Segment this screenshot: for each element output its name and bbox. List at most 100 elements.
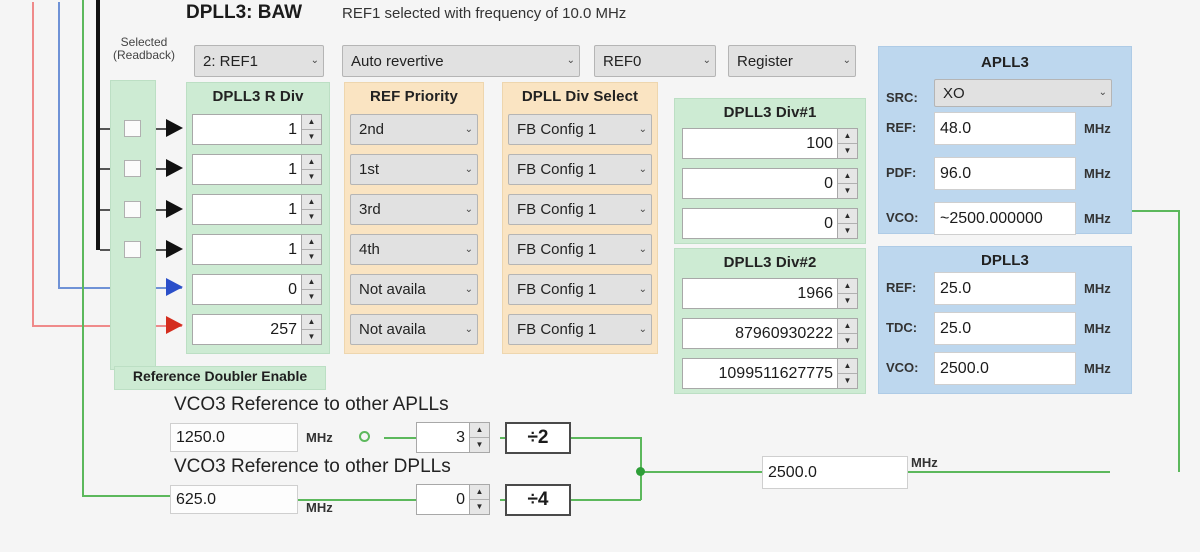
spin-up-icon[interactable]: ▲ xyxy=(470,485,489,500)
vco3-apll-divider-value[interactable]: 3 xyxy=(416,422,469,453)
ref-priority-dropdown-0[interactable]: 2nd⌄ xyxy=(350,114,478,145)
dpll3-rdiv-spinner-5[interactable]: 257▲▼ xyxy=(192,314,322,345)
dpll3-div1-steppers-0[interactable]: ▲▼ xyxy=(837,128,858,159)
dpll3-div2-value-1[interactable]: 87960930222 xyxy=(682,318,837,349)
dpll3-div1-spinner-2[interactable]: 0▲▼ xyxy=(682,208,858,239)
spin-up-icon[interactable]: ▲ xyxy=(302,155,321,170)
ref-priority-dropdown-5[interactable]: Not availa⌄ xyxy=(350,314,478,345)
dpll3-div2-value-2[interactable]: 1099511627775 xyxy=(682,358,837,389)
ref-priority-dropdown-2[interactable]: 3rd⌄ xyxy=(350,194,478,225)
dpll3-div2-steppers-1[interactable]: ▲▼ xyxy=(837,318,858,349)
vco3-dpll-divider-steppers[interactable]: ▲ ▼ xyxy=(469,484,490,515)
dpll3-div2-spinner-2[interactable]: 1099511627775▲▼ xyxy=(682,358,858,389)
dpll-div-select-dropdown-2[interactable]: FB Config 1⌄ xyxy=(508,194,652,225)
ref-priority-dropdown-3[interactable]: 4th⌄ xyxy=(350,234,478,265)
apll3-field-2[interactable]: ~2500.000000 xyxy=(934,202,1076,235)
dpll-div-select-dropdown-0[interactable]: FB Config 1⌄ xyxy=(508,114,652,145)
spin-down-icon[interactable]: ▼ xyxy=(475,502,484,511)
spin-up-icon[interactable]: ▲ xyxy=(838,129,857,144)
spin-down-icon[interactable]: ▼ xyxy=(843,376,852,385)
spin-up-icon[interactable]: ▲ xyxy=(838,169,857,184)
dpll3-div1-steppers-1[interactable]: ▲▼ xyxy=(837,168,858,199)
apll3-src-dropdown[interactable]: XO ⌄ xyxy=(934,79,1112,107)
dpll3-div2-spinner-0[interactable]: 1966▲▼ xyxy=(682,278,858,309)
ref-source-dropdown[interactable]: REF0 ⌄ xyxy=(594,45,716,77)
spin-down-icon[interactable]: ▼ xyxy=(843,146,852,155)
ref-enable-checkbox-2[interactable] xyxy=(124,201,141,218)
dpll3-rdiv-spinner-4[interactable]: 0▲▼ xyxy=(192,274,322,305)
spin-up-icon[interactable]: ▲ xyxy=(302,315,321,330)
spin-down-icon[interactable]: ▼ xyxy=(843,296,852,305)
spin-up-icon[interactable]: ▲ xyxy=(302,115,321,130)
spin-down-icon[interactable]: ▼ xyxy=(843,186,852,195)
spin-down-icon[interactable]: ▼ xyxy=(307,252,316,261)
vco3-dpll-divider-spinner[interactable]: 0 ▲ ▼ xyxy=(416,484,490,515)
dpll3-rdiv-spinner-3[interactable]: 1▲▼ xyxy=(192,234,322,265)
dpll3-rdiv-steppers-2[interactable]: ▲▼ xyxy=(301,194,322,225)
dpll-div-select-dropdown-5[interactable]: FB Config 1⌄ xyxy=(508,314,652,345)
dpll3-div1-value-2[interactable]: 0 xyxy=(682,208,837,239)
spin-down-icon[interactable]: ▼ xyxy=(307,132,316,141)
vco3-dpll-divider-value[interactable]: 0 xyxy=(416,484,469,515)
spin-down-icon[interactable]: ▼ xyxy=(307,172,316,181)
dpll3-div2-spinner-1[interactable]: 87960930222▲▼ xyxy=(682,318,858,349)
vco3-apll-frequency-field[interactable]: 1250.0 xyxy=(170,423,298,452)
dpll3-rdiv-value-3[interactable]: 1 xyxy=(192,234,301,265)
revertive-mode-dropdown[interactable]: Auto revertive ⌄ xyxy=(342,45,580,77)
vco3-apll-divider-steppers[interactable]: ▲ ▼ xyxy=(469,422,490,453)
ref-priority-dropdown-4[interactable]: Not availa⌄ xyxy=(350,274,478,305)
ref-enable-checkbox-0[interactable] xyxy=(124,120,141,137)
spin-down-icon[interactable]: ▼ xyxy=(307,292,316,301)
selected-ref-dropdown[interactable]: 2: REF1 ⌄ xyxy=(194,45,324,77)
dpll3-rdiv-value-0[interactable]: 1 xyxy=(192,114,301,145)
spin-down-icon[interactable]: ▼ xyxy=(843,336,852,345)
vco-output-field[interactable]: 2500.0 xyxy=(762,456,908,489)
spin-up-icon[interactable]: ▲ xyxy=(302,235,321,250)
dpll3-div1-spinner-1[interactable]: 0▲▼ xyxy=(682,168,858,199)
spin-up-icon[interactable]: ▲ xyxy=(838,319,857,334)
apll3-field-1[interactable]: 96.0 xyxy=(934,157,1076,190)
spin-down-icon[interactable]: ▼ xyxy=(843,226,852,235)
dpll3-field-0[interactable]: 25.0 xyxy=(934,272,1076,305)
dpll3-rdiv-steppers-1[interactable]: ▲▼ xyxy=(301,154,322,185)
spin-up-icon[interactable]: ▲ xyxy=(838,209,857,224)
dpll3-rdiv-spinner-2[interactable]: 1▲▼ xyxy=(192,194,322,225)
dpll3-div1-spinner-0[interactable]: 100▲▼ xyxy=(682,128,858,159)
mode-dropdown[interactable]: Register ⌄ xyxy=(728,45,856,77)
dpll3-rdiv-spinner-1[interactable]: 1▲▼ xyxy=(192,154,322,185)
vco3-dpll-frequency-field[interactable]: 625.0 xyxy=(170,485,298,514)
vco3-apll-divider-spinner[interactable]: 3 ▲ ▼ xyxy=(416,422,490,453)
apll3-field-0[interactable]: 48.0 xyxy=(934,112,1076,145)
dpll3-field-1[interactable]: 25.0 xyxy=(934,312,1076,345)
dpll-div-select-dropdown-4[interactable]: FB Config 1⌄ xyxy=(508,274,652,305)
dpll3-rdiv-steppers-0[interactable]: ▲▼ xyxy=(301,114,322,145)
dpll3-rdiv-steppers-3[interactable]: ▲▼ xyxy=(301,234,322,265)
dpll3-rdiv-value-1[interactable]: 1 xyxy=(192,154,301,185)
dpll3-rdiv-value-4[interactable]: 0 xyxy=(192,274,301,305)
spin-up-icon[interactable]: ▲ xyxy=(470,423,489,438)
spin-up-icon[interactable]: ▲ xyxy=(302,275,321,290)
spin-up-icon[interactable]: ▲ xyxy=(302,195,321,210)
ref-enable-checkbox-3[interactable] xyxy=(124,241,141,258)
dpll3-div1-value-1[interactable]: 0 xyxy=(682,168,837,199)
dpll3-div2-steppers-0[interactable]: ▲▼ xyxy=(837,278,858,309)
dpll3-rdiv-value-2[interactable]: 1 xyxy=(192,194,301,225)
dpll3-div2-steppers-2[interactable]: ▲▼ xyxy=(837,358,858,389)
dpll3-field-2[interactable]: 2500.0 xyxy=(934,352,1076,385)
dpll-div-select-dropdown-3[interactable]: FB Config 1⌄ xyxy=(508,234,652,265)
spin-down-icon[interactable]: ▼ xyxy=(475,440,484,449)
dpll3-rdiv-value-5[interactable]: 257 xyxy=(192,314,301,345)
ref-priority-dropdown-1[interactable]: 1st⌄ xyxy=(350,154,478,185)
dpll3-div2-value-0[interactable]: 1966 xyxy=(682,278,837,309)
ref-enable-checkbox-1[interactable] xyxy=(124,160,141,177)
dpll3-rdiv-steppers-4[interactable]: ▲▼ xyxy=(301,274,322,305)
spin-down-icon[interactable]: ▼ xyxy=(307,212,316,221)
spin-down-icon[interactable]: ▼ xyxy=(307,332,316,341)
dpll3-rdiv-steppers-5[interactable]: ▲▼ xyxy=(301,314,322,345)
dpll3-div1-steppers-2[interactable]: ▲▼ xyxy=(837,208,858,239)
dpll3-div1-value-0[interactable]: 100 xyxy=(682,128,837,159)
spin-up-icon[interactable]: ▲ xyxy=(838,359,857,374)
dpll-div-select-dropdown-1[interactable]: FB Config 1⌄ xyxy=(508,154,652,185)
dpll3-rdiv-spinner-0[interactable]: 1▲▼ xyxy=(192,114,322,145)
spin-up-icon[interactable]: ▲ xyxy=(838,279,857,294)
